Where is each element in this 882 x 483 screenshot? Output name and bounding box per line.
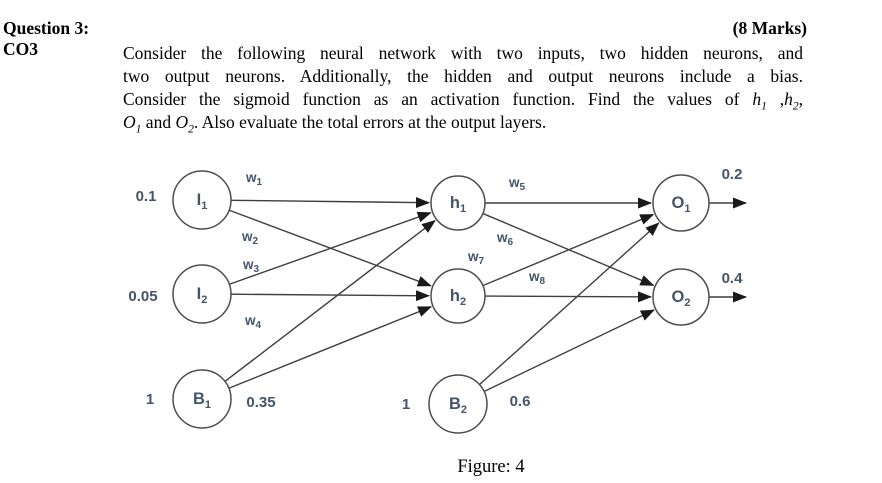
node-label-subscript: 2 xyxy=(460,296,466,308)
text-segment: 1 xyxy=(761,100,767,113)
node-h2 xyxy=(430,268,486,324)
text-segment: Consider the sigmoid function as an acti… xyxy=(123,89,753,109)
text-segment: Consider the following neural network wi… xyxy=(123,43,803,63)
edge-h1-O2 xyxy=(483,213,655,286)
text-segment: O xyxy=(175,112,189,132)
node-label-O2: O2 xyxy=(672,288,691,309)
question-text-line: Consider the sigmoid function as an acti… xyxy=(123,88,803,113)
text-segment: and xyxy=(141,112,176,132)
weight-label-subscript: 1 xyxy=(256,177,262,188)
text-segment: O xyxy=(123,112,136,132)
question-text: Consider the following neural network wi… xyxy=(123,42,803,136)
value-label-1-0.05: 0.05 xyxy=(128,288,157,305)
node-label-B2: B2 xyxy=(449,395,467,416)
value-label-7-0.4: 0.4 xyxy=(722,270,744,287)
edge-B2-O2 xyxy=(484,309,655,392)
node-label-I1: I1 xyxy=(197,191,208,212)
value-label-2-1: 1 xyxy=(146,391,154,408)
node-label-subscript: 1 xyxy=(460,203,466,215)
node-label-subscript: 1 xyxy=(205,399,211,411)
node-label-h2: h2 xyxy=(450,287,466,308)
text-segment: 2 xyxy=(188,123,194,136)
node-B2 xyxy=(428,374,488,434)
edges-layer xyxy=(224,197,747,392)
weight-label-w7: w7 xyxy=(467,249,485,267)
course-outcome-label: CO3 xyxy=(3,39,38,59)
figure-caption: Figure: 4 xyxy=(457,457,525,477)
node-O1 xyxy=(652,174,710,232)
node-label-subscript: 2 xyxy=(684,297,690,309)
edge-B1-h2 xyxy=(229,306,433,389)
value-label-6-0.2: 0.2 xyxy=(722,166,743,183)
node-h1 xyxy=(430,175,486,231)
text-segment: h xyxy=(784,89,793,109)
weight-label-subscript: 2 xyxy=(252,236,258,247)
node-label-h1: h1 xyxy=(450,194,466,215)
question-text-line: Consider the following neural network wi… xyxy=(123,42,803,65)
labels-layer: w1 w2 w3 w4 w5 w6 w7 w8 0.1 0.05 1 0.35 1 0.6 0.2 0.4 xyxy=(128,166,743,413)
edge-I2-h1 xyxy=(229,211,432,285)
weight-label-subscript: 4 xyxy=(255,320,261,331)
weight-label-subscript: 3 xyxy=(253,264,259,275)
node-label-O1: O1 xyxy=(672,194,691,215)
edge-I2-h2 xyxy=(231,290,430,302)
edge-B1-h1 xyxy=(224,219,436,382)
node-label-subscript: 1 xyxy=(684,203,690,215)
weight-label-subscript: 8 xyxy=(539,276,545,287)
value-label-5-0.6: 0.6 xyxy=(510,393,531,410)
node-O2 xyxy=(652,268,710,326)
text-segment: , xyxy=(766,89,785,109)
question-text-line: O1 and O2. Also evaluate the total error… xyxy=(123,111,803,136)
weight-label-w1: w1 xyxy=(245,170,263,188)
node-label-subscript: 2 xyxy=(201,294,207,306)
edge-h2-O1 xyxy=(483,213,655,287)
text-segment: , xyxy=(798,89,803,109)
node-label-I2: I2 xyxy=(197,285,208,306)
marks-label: (8 Marks) xyxy=(732,18,807,38)
weight-label-subscript: 6 xyxy=(507,237,513,248)
question-text-line: two output neurons. Additionally, the hi… xyxy=(123,65,803,88)
edge-h2-O2 xyxy=(485,291,652,303)
weight-label-w3: w3 xyxy=(242,257,260,275)
weight-label-w8: w8 xyxy=(528,269,546,287)
node-label-B1: B1 xyxy=(193,390,211,411)
node-label-subscript: 2 xyxy=(461,404,467,416)
text-segment: two output neurons. Additionally, the hi… xyxy=(123,66,803,86)
weight-label-w5: w5 xyxy=(508,175,526,193)
edge-B2-O1 xyxy=(479,222,660,385)
node-I1 xyxy=(172,170,232,230)
node-I2 xyxy=(172,264,232,324)
value-label-4-1: 1 xyxy=(402,396,410,413)
weight-label-w4: w4 xyxy=(244,313,262,331)
weight-label-w2: w2 xyxy=(241,229,259,247)
node-B1 xyxy=(172,369,232,429)
node-label-subscript: 1 xyxy=(201,200,207,212)
text-segment: 2 xyxy=(792,100,799,113)
question-title: Question 3: xyxy=(3,18,90,38)
edge-I1-h1 xyxy=(231,197,430,209)
text-segment: h xyxy=(752,89,762,109)
value-label-0-0.1: 0.1 xyxy=(136,188,157,205)
weight-label-w6: w6 xyxy=(496,230,514,248)
weight-label-subscript: 5 xyxy=(519,182,525,193)
weight-label-subscript: 7 xyxy=(478,256,484,267)
edge-I1-h2 xyxy=(229,209,432,287)
value-label-3-0.35: 0.35 xyxy=(246,394,275,411)
text-segment: 1 xyxy=(135,123,142,136)
text-segment: . Also evaluate the total errors at the … xyxy=(193,112,547,132)
